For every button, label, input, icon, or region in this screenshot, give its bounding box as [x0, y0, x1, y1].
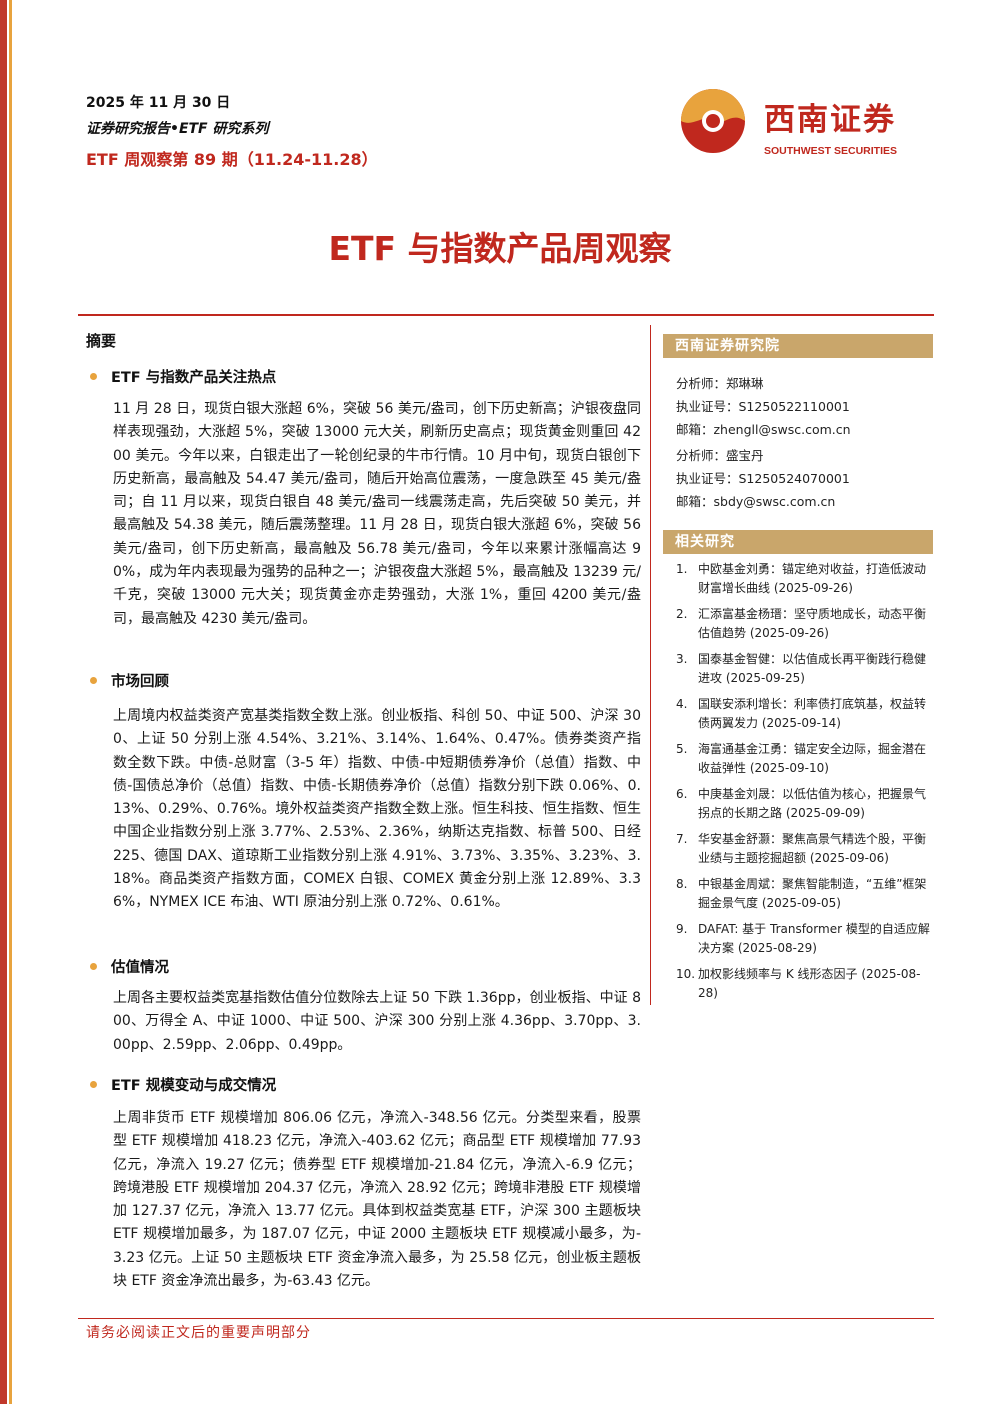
related-item[interactable]: 1. 中欧基金刘勇：锚定绝对收益，打造低波动财富增长曲线 (2025-09-26): [676, 560, 934, 598]
section-paragraph-valuation: 上周各主要权益类宽基指数估值分位数除去上证 50 下跌 1.36pp，创业板指、…: [113, 990, 641, 1053]
footer-disclaimer: 请务必阅读正文后的重要声明部分: [86, 1325, 311, 1341]
related-item-number: 8.: [676, 877, 688, 891]
related-item-number: 10.: [676, 967, 696, 981]
related-item[interactable]: 5. 海富通基金江勇：锚定安全边际，掘金潜在收益弹性 (2025-09-10): [676, 740, 934, 778]
related-item-number: 4.: [676, 697, 688, 711]
sidebar-divider: [650, 325, 651, 1005]
related-item-number: 5.: [676, 742, 688, 756]
related-item[interactable]: 2. 汇添富基金杨瑨：坚守质地成长，动态平衡估值趋势 (2025-09-26): [676, 605, 934, 643]
section-heading-market-review: 市场回顾: [90, 670, 169, 691]
related-item[interactable]: 6. 中庚基金刘晟：以低估值为核心，把握景气拐点的长期之路 (2025-09-09…: [676, 785, 934, 823]
analyst-cert: 执业证号：S1250522110001: [676, 399, 850, 414]
analyst-block-2: 分析师：盛宝丹 执业证号：S1250524070001 邮箱：sbdy@swsc…: [676, 444, 850, 513]
analyst-cert: 执业证号：S1250524070001: [676, 471, 850, 486]
bullet-dot-icon: [90, 677, 97, 684]
related-item[interactable]: 3. 国泰基金智健：以估值成长再平衡践行稳健进攻 (2025-09-25): [676, 650, 934, 688]
section-heading-etf-scale: ETF 规模变动与成交情况: [90, 1074, 276, 1095]
related-item-number: 3.: [676, 652, 688, 666]
abstract-heading: 摘要: [86, 332, 117, 350]
report-series: 证券研究报告•ETF 研究系列: [86, 121, 269, 137]
related-item[interactable]: 10.加权影线频率与 K 线形态因子 (2025-08-28): [676, 965, 934, 1003]
related-item-text: 中庚基金刘晟：以低估值为核心，把握景气拐点的长期之路 (2025-09-09): [698, 787, 927, 820]
analyst-name: 分析师：郑琳琳: [676, 376, 764, 391]
related-item-number: 2.: [676, 607, 688, 621]
left-accent-bar: [0, 0, 7, 1404]
related-item-number: 6.: [676, 787, 688, 801]
related-item-text: 国联安添利增长：利率债打底筑基，权益转债两翼发力 (2025-09-14): [698, 697, 927, 730]
bullet-dot-icon: [90, 963, 97, 970]
section-heading-text: 市场回顾: [111, 674, 169, 690]
sidebar-institute-band: 西南证券研究院: [663, 334, 933, 358]
analyst-block-1: 分析师：郑琳琳 执业证号：S1250522110001 邮箱：zhengll@s…: [676, 372, 851, 441]
related-item[interactable]: 9. DAFAT: 基于 Transformer 模型的自适应解决方案 (2025…: [676, 920, 934, 958]
section-heading-text: 估值情况: [111, 960, 169, 976]
related-item[interactable]: 7. 华安基金舒灏：聚焦高景气精选个股，平衡业绩与主题挖掘超额 (2025-09-…: [676, 830, 934, 868]
related-item-number: 7.: [676, 832, 688, 846]
section-heading-text: ETF 与指数产品关注热点: [111, 370, 277, 386]
section-paragraph-market-review: 上周境内权益类资产宽基类指数全数上涨。创业板指、科创 50、中证 500、沪深 …: [113, 708, 641, 911]
related-item-text: 华安基金舒灏：聚焦高景气精选个股，平衡业绩与主题挖掘超额 (2025-09-06…: [698, 832, 927, 865]
sidebar-related-band: 相关研究: [663, 530, 933, 554]
related-item-number: 9.: [676, 922, 688, 936]
section-heading-valuation: 估值情况: [90, 956, 169, 977]
section-paragraph-etf-scale: 上周非货币 ETF 规模增加 806.06 亿元，净流入-348.56 亿元。分…: [113, 1110, 641, 1290]
analyst-name: 分析师：盛宝丹: [676, 448, 764, 463]
analyst-email: 邮箱：zhengll@swsc.com.cn: [676, 422, 851, 437]
related-item[interactable]: 4. 国联安添利增长：利率债打底筑基，权益转债两翼发力 (2025-09-14): [676, 695, 934, 733]
company-logo: 西南证券 SOUTHWEST SECURITIES: [680, 88, 930, 160]
related-item-text: 中欧基金刘勇：锚定绝对收益，打造低波动财富增长曲线 (2025-09-26): [698, 562, 927, 595]
logo-name-en: SOUTHWEST SECURITIES: [764, 145, 898, 157]
related-item-number: 1.: [676, 562, 688, 576]
related-item-text: 中银基金周斌：聚焦智能制造，“五维”框架掘金景气度 (2025-09-05): [698, 877, 927, 910]
related-item[interactable]: 8. 中银基金周斌：聚焦智能制造，“五维”框架掘金景气度 (2025-09-05): [676, 875, 934, 913]
section-heading-hotspot: ETF 与指数产品关注热点: [90, 366, 276, 387]
logo-mark-icon: [681, 89, 745, 153]
section-heading-text: ETF 规模变动与成交情况: [111, 1078, 277, 1094]
related-research-list: 1. 中欧基金刘勇：锚定绝对收益，打造低波动财富增长曲线 (2025-09-26)…: [676, 560, 934, 1010]
left-accent-bar-gold: [9, 0, 12, 1404]
report-date: 2025 年 11 月 30 日: [86, 95, 231, 111]
related-item-text: DAFAT: 基于 Transformer 模型的自适应解决方案 (2025-0…: [698, 922, 930, 955]
analyst-email: 邮箱：sbdy@swsc.com.cn: [676, 494, 836, 509]
section-paragraph-hotspot: 11 月 28 日，现货白银大涨超 6%，突破 56 美元/盎司，创下历史新高；…: [113, 401, 641, 627]
report-issue: ETF 周观察第 89 期（11.24-11.28）: [86, 150, 378, 169]
related-item-text: 国泰基金智健：以估值成长再平衡践行稳健进攻 (2025-09-25): [698, 652, 927, 685]
logo-name-cn: 西南证券: [764, 102, 896, 138]
bullet-dot-icon: [90, 373, 97, 380]
footer-divider: [78, 1318, 934, 1319]
related-item-text: 海富通基金江勇：锚定安全边际，掘金潜在收益弹性 (2025-09-10): [698, 742, 927, 775]
title-divider: [78, 314, 934, 316]
page-title: ETF 与指数产品周观察: [328, 229, 672, 268]
related-item-text: 加权影线频率与 K 线形态因子 (2025-08-28): [698, 967, 921, 1000]
related-item-text: 汇添富基金杨瑨：坚守质地成长，动态平衡估值趋势 (2025-09-26): [698, 607, 927, 640]
bullet-dot-icon: [90, 1081, 97, 1088]
